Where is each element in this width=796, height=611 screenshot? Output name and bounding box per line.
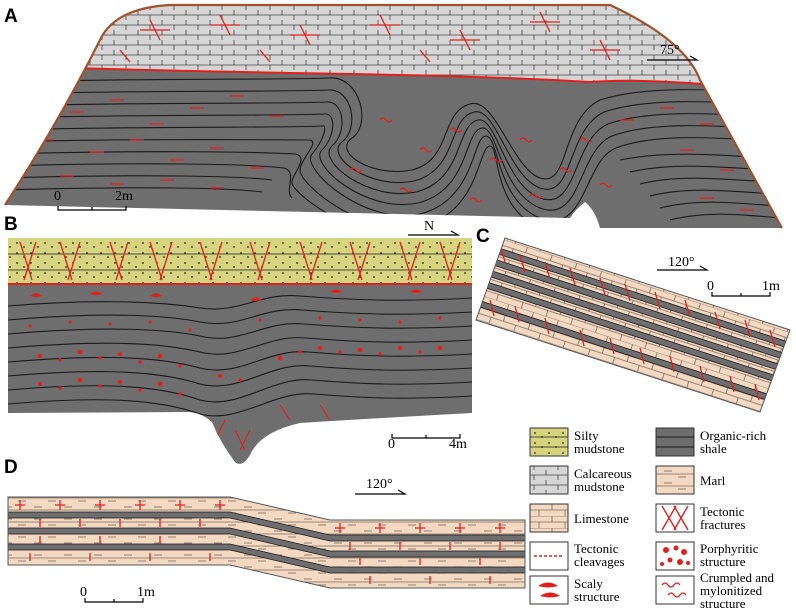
panel-b-north: N [424,219,434,234]
panel-d-outline [7,496,526,589]
panel-c-shale-bands [476,240,790,412]
legend-porphyritic-structure-line1: Porphyritic [700,541,759,556]
legend-organic-rich-shale-line1: Organic-rich [700,428,767,443]
north-arrow-icon [408,230,461,236]
legend-scaly-structure-line1: Scaly [574,576,603,591]
panel-b-silty-mudstone [8,238,472,284]
panel-a-outline [4,3,783,229]
orientation-arrow-icon [647,55,700,61]
panel-d-orientation: 120° [355,477,408,495]
panel-d-section [8,497,525,588]
panel-d-tectonic-fractures [15,500,505,584]
legend-crumpled-structure-line2: mylonitized [700,583,763,598]
panel-c-scale-end: 1m [762,279,780,294]
panel-d-scale-start: 0 [80,585,87,600]
panel-c-scale-start: 0 [707,279,714,294]
panel-d-shale-bands [8,511,525,574]
panel-b-porphyritic-structure [28,316,443,396]
legend: Silty mudstone Organic-rich shale Calcar… [529,427,775,611]
panel-b-scaly-structure [30,289,422,301]
panel-c-label: C [476,226,490,247]
panel-c-orientation: 120° [657,255,710,271]
legend-tectonic-fractures-line1: Tectonic [700,504,745,519]
panel-c-scale-bar: 0 1m [707,279,780,297]
legend-organic-rich-shale: Organic-rich shale [655,427,767,457]
legend-scaly-structure-line2: structure [574,589,620,604]
legend-crumpled-structure: Crumpled and mylonitized structure [655,570,775,611]
panel-b: B N 0 4m [4,214,472,464]
legend-silty-mudstone-line1: Silty [574,428,599,443]
legend-calcareous-mudstone-line1: Calcareous [574,466,632,481]
legend-marl-line1: Marl [700,473,726,488]
legend-calcareous-mudstone: Calcareous mudstone [529,465,632,495]
panel-a-tectonic-fractures [119,11,620,63]
panel-b-shale-folds [8,294,472,417]
orientation-arrow-icon [355,489,408,495]
panel-b-tectonic-fractures [19,241,461,281]
panel-b-section [8,238,472,464]
panel-a-angle: 75° [660,43,680,58]
panel-d-scale-end: 1m [137,585,155,600]
panel-d-label: D [4,457,18,478]
legend-tectonic-fractures: Tectonic fractures [655,503,745,533]
legend-silty-mudstone: Silty mudstone [529,427,625,457]
panel-c-outline [475,237,791,413]
panel-b-label: B [4,214,18,235]
legend-tectonic-fractures-line2: fractures [700,517,745,532]
panel-a-scale-end: 2m [115,189,133,204]
panel-a-crumpled-structure [349,117,613,203]
legend-tectonic-cleavages-line2: cleavages [574,554,625,569]
panel-b-scale-end: 4m [449,437,467,452]
legend-tectonic-cleavages: Tectonic cleavages [529,541,625,571]
legend-calcareous-mudstone-line2: mudstone [574,479,625,494]
panel-a-tectonic-cleavages [30,95,754,211]
panel-a-scale-start: 0 [54,189,61,204]
panel-a-orientation: 75° [647,43,700,61]
panel-b-scale-start: 0 [388,437,395,452]
panel-c: C 120° 0 1m [475,226,791,413]
legend-organic-rich-shale-line2: shale [700,441,727,456]
panel-a-calcareous-mudstone [5,5,782,90]
legend-porphyritic-structure: Porphyritic structure [655,541,759,571]
legend-marl: Marl [655,465,726,495]
panel-b-north-arrow: N [408,219,461,236]
panel-b-scale-bar: 0 4m [388,434,467,452]
legend-limestone-line1: Limestone [574,511,629,526]
legend-tectonic-cleavages-line1: Tectonic [574,541,619,556]
panel-d: D 120° 0 1m [4,457,526,603]
legend-crumpled-structure-line3: structure [700,596,746,611]
panel-a-label: A [4,6,18,27]
panel-d-angle: 120° [366,477,393,492]
legend-limestone: Limestone [529,503,629,533]
legend-crumpled-structure-line1: Crumpled and [700,570,775,585]
panel-c-section [476,238,790,412]
panel-d-scale-bar: 0 1m [80,585,155,603]
panel-a: A 75° 0 2m [4,3,783,229]
legend-porphyritic-structure-line2: structure [700,554,746,569]
legend-silty-mudstone-line2: mudstone [574,441,625,456]
orientation-arrow-icon [657,265,710,271]
panel-c-angle: 120° [668,255,695,270]
legend-scaly-structure: Scaly structure [529,575,620,605]
panel-a-scale-bar: 0 2m [54,189,133,211]
panel-a-section [5,5,782,228]
